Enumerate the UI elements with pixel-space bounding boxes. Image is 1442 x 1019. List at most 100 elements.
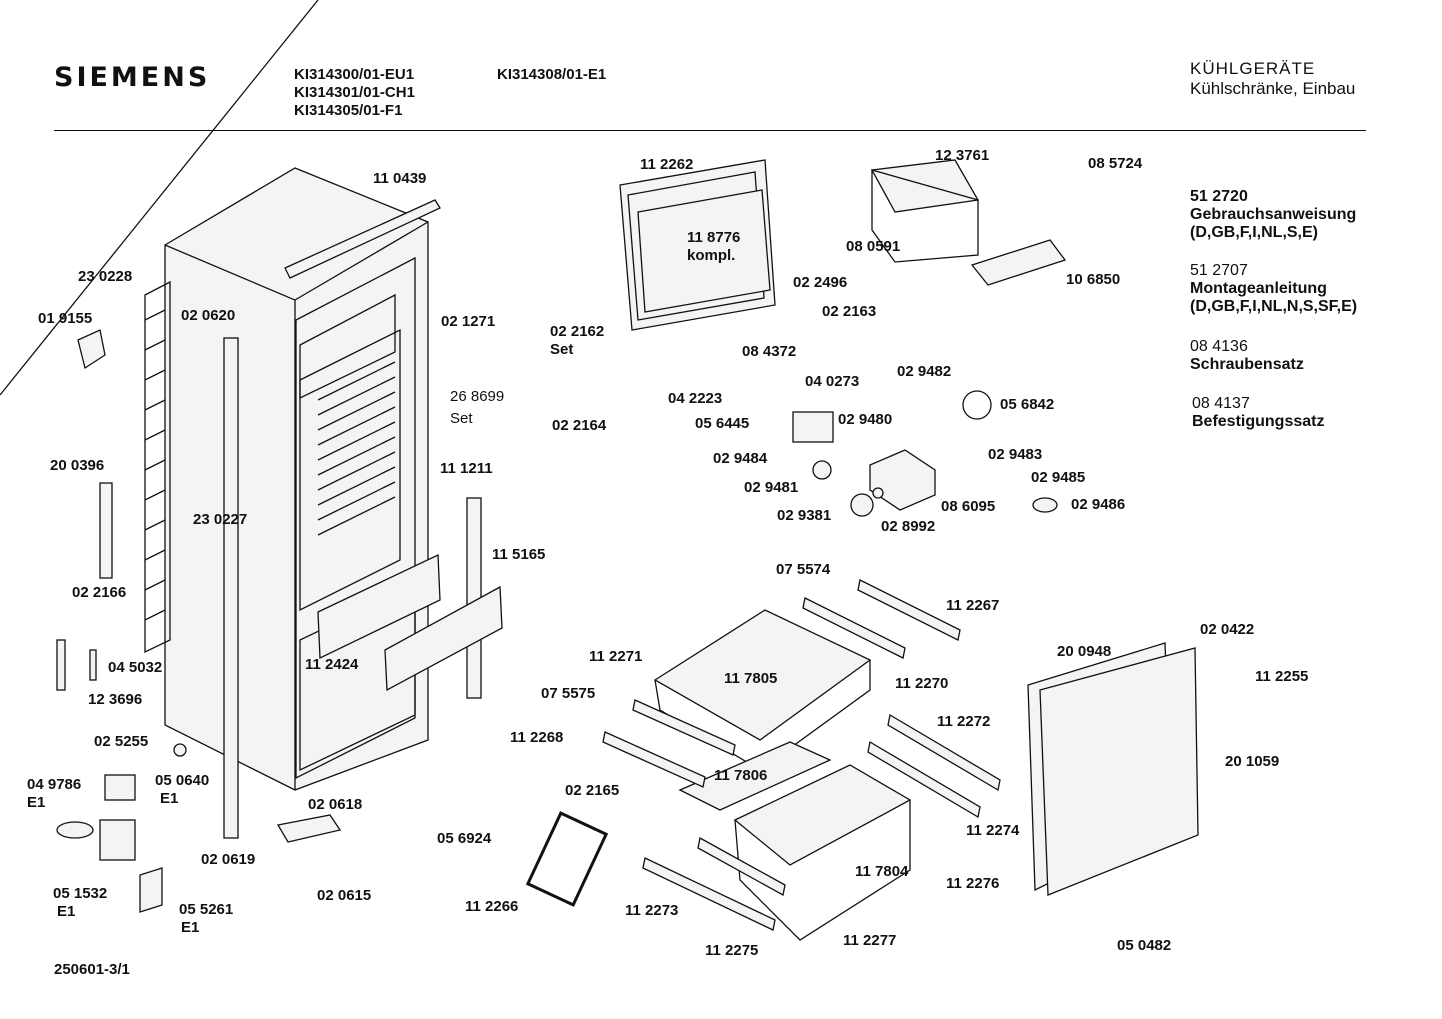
part-label: 10 6850 [1066,271,1121,288]
drawing-number: 250601-3/1 [54,961,130,978]
part-label: 02 2164 [552,417,607,434]
part-label: 08 4372 [742,343,797,360]
model-number: KI314301/01-CH1 [294,84,415,101]
part-label: 08 6095 [941,498,996,515]
pin-045032 [89,649,97,681]
doc-languages: (D,GB,F,I,NL,S,E) [1190,224,1318,241]
strip-230227 [223,337,239,839]
part-label: 02 2163 [822,303,877,320]
part-label: 02 9483 [988,446,1043,463]
part-label: 11 7806 [714,767,768,784]
part-label: 02 2165 [565,782,620,799]
freezer-door [619,159,776,331]
part-label: 11 7804 [855,863,909,880]
part-label: 05 6842 [1000,396,1055,413]
doc-number: 51 2707 [1190,262,1248,279]
part-label: 02 9480 [838,411,893,428]
rail [697,837,786,896]
rail [857,579,961,641]
part-label: kompl. [687,247,736,264]
part-label: 11 5165 [492,546,546,563]
part-label: 20 0948 [1057,643,1112,660]
part-label: E1 [27,794,46,811]
model-number: KI314300/01-EU1 [294,66,415,83]
part-label: 02 9482 [897,363,952,380]
part-label: 04 0273 [805,373,860,390]
part-label: 11 1211 [440,460,493,477]
part-label: 02 2166 [72,584,127,601]
ice-tray-10-6850 [970,239,1067,286]
part-label: Set [450,410,473,427]
doc-entry: 08 4137 Befestigungssatz [1192,395,1324,431]
part-label: 02 0619 [201,851,256,868]
part-label: 04 9786 [27,776,82,793]
doc-title: Schraubensatz [1190,356,1304,373]
part-label: 04 5032 [108,659,163,676]
crisper-upper [653,609,872,771]
rail [602,731,706,788]
rail [802,597,906,659]
model-list-left: KI314300/01-EU1 KI314301/01-CH1 KI314305… [294,66,415,120]
part-label: 11 2266 [465,898,519,915]
rail [632,699,736,756]
part-label: Set [550,341,574,358]
part-label: 23 0228 [78,268,133,285]
part-label: 11 2273 [625,902,679,919]
doc-entry: 08 4136 Schraubensatz [1190,338,1304,374]
part-label: 07 5574 [776,561,831,578]
model-number-right: KI314308/01-E1 [497,66,607,83]
doc-number: 08 4136 [1190,338,1248,355]
part-label: 04 2223 [668,390,723,407]
clip-020618 [276,814,342,843]
part-label: 11 2270 [895,675,949,692]
doc-title: Gebrauchsanweisung [1190,206,1357,223]
part-label: 02 9381 [777,507,832,524]
part-label: 11 2255 [1255,668,1309,685]
doc-entry: 51 2720 Gebrauchsanweisung (D,GB,F,I,NL,… [1190,188,1356,242]
doc-title: Montageanleitung [1190,280,1327,297]
rail [642,857,776,931]
crisper-lower [678,741,912,941]
evaporator-coil [144,280,171,654]
part-label: 11 2268 [510,729,564,746]
part-label: 08 5724 [1088,155,1143,172]
doc-languages: (D,GB,F,I,NL,N,S,SF,E) [1190,298,1358,315]
category-subtitle: Kühlschränke, Einbau [1190,79,1356,98]
part-label: 02 8992 [881,518,936,535]
rail [887,713,1001,792]
hinge-019155 [77,329,106,370]
part-label: 05 6924 [437,830,492,847]
part-label: 11 2262 [640,156,694,173]
part-label: 02 2496 [793,274,848,291]
cover-115165 [384,585,503,692]
part-label: 05 0482 [1117,937,1172,954]
part-label: 11 2267 [946,597,1000,614]
doc-title: Befestigungssatz [1192,413,1325,430]
part-label: 02 9485 [1031,469,1086,486]
part-label: 23 0227 [193,511,248,528]
part-label: 11 2271 [589,648,643,665]
model-number: KI314305/01-F1 [294,102,403,119]
part-label: E1 [181,919,200,936]
part-label: 11 2277 [843,932,897,949]
part-label: 07 5575 [541,685,596,702]
fan-motor [56,743,187,913]
light-panel [317,553,441,660]
part-label: E1 [57,903,76,920]
top-rail [284,199,441,279]
part-label: 02 0620 [181,307,236,324]
part-label: 01 9155 [38,310,93,327]
part-label: 05 1532 [53,885,108,902]
part-label: 20 1059 [1225,753,1280,770]
brand-logo: SIEMENS [54,62,211,93]
part-label: 05 5261 [179,901,234,918]
part-label: 11 2272 [937,713,991,730]
header-rule [54,130,1366,131]
part-label: 05 0640 [155,772,210,789]
part-label: 11 2275 [705,942,759,959]
part-label: 05 6445 [695,415,750,432]
thermostat-assembly [792,390,1058,517]
part-label: 02 0615 [317,887,372,904]
strip-200396 [99,482,113,579]
part-label: 12 3761 [935,147,990,164]
